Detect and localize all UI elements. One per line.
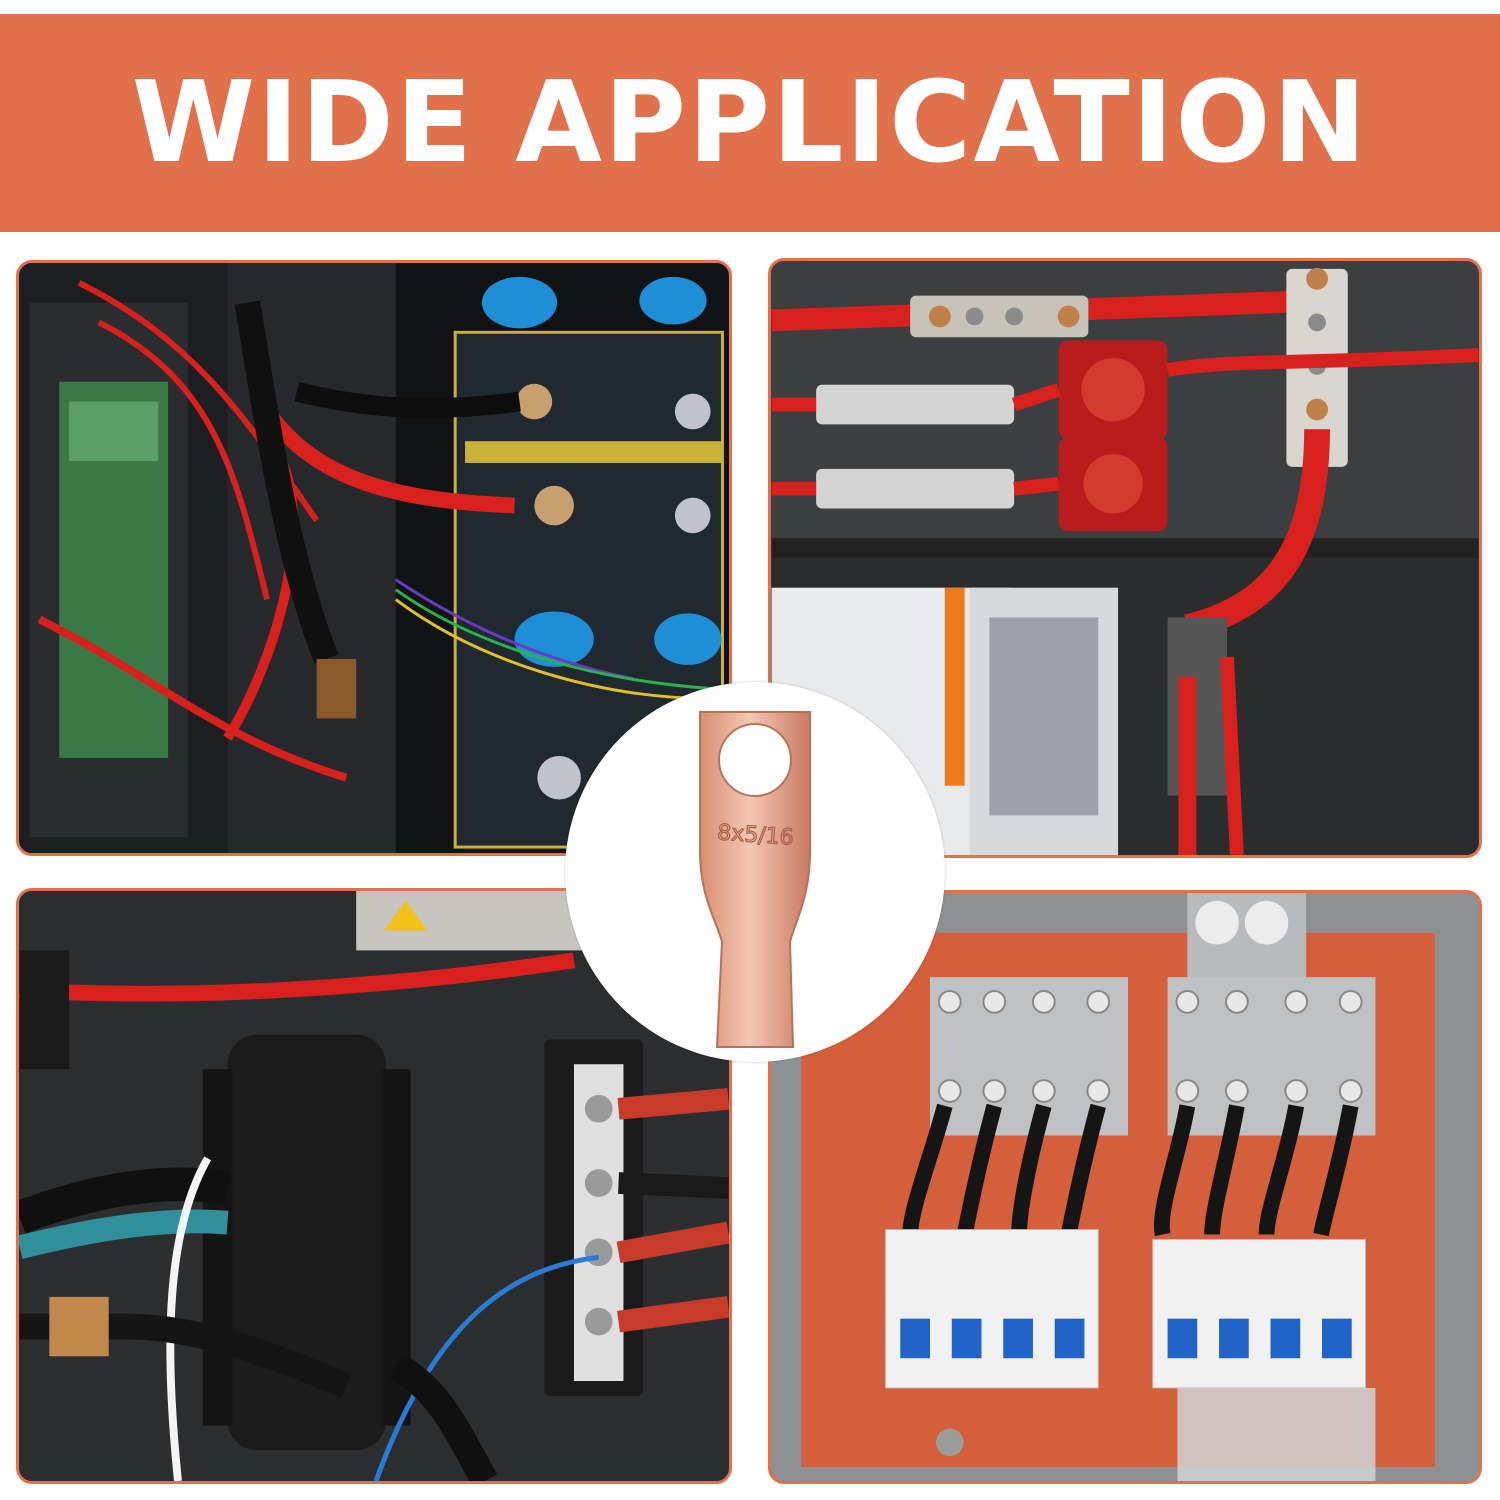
product-callout-circle: 8x5/16: [565, 682, 945, 1062]
copper-ring-lug-icon: 8x5/16: [699, 711, 811, 1048]
application-photo-fuse-busbar: [16, 888, 732, 1484]
fuse-busbar-illustration: [19, 891, 729, 1481]
application-photo-busbar-switch: [768, 258, 1482, 858]
breaker-box-illustration: [771, 893, 1479, 1481]
page-title: WIDE APPLICATION: [131, 58, 1369, 188]
application-photo-battery-wiring: [16, 260, 732, 856]
battery-wiring-illustration: [19, 263, 729, 853]
lug-stamp-label: 8x5/16: [716, 820, 794, 850]
header-banner: WIDE APPLICATION: [0, 14, 1500, 232]
